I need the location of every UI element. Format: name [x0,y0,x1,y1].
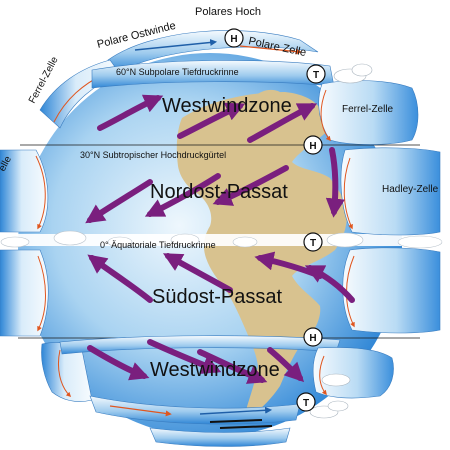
badge-subtropic-high-south: H [303,327,323,347]
badge-subpolar-low-text: T [313,70,319,81]
hadley-cell-right-south [342,247,441,334]
label-ferrel-zelle-right: Ferrel-Zelle [342,104,394,115]
equator-cloud-band [0,230,450,249]
badge-equator-low: T [303,232,323,252]
badge-polar-high-text: H [230,34,237,45]
badge-subpolar-low-south: T [296,392,316,412]
badge-subtropic-high-north-text: H [309,141,316,152]
label-suedost-passat: Südost-Passat [152,286,283,308]
ferrel-cell-right-north [318,80,419,145]
label-aequatoriale-tiefdruckrinne: 0° Äquatoriale Tiefdruckrinne [100,240,216,250]
badge-subpolar-low: T [306,64,326,84]
label-nordost-passat: Nordost-Passat [150,181,288,203]
label-westwindzone-south: Westwindzone [150,359,280,381]
labels: Polares Hoch Polare Ostwinde Polare Zell… [0,6,439,381]
clouds [309,63,373,419]
badge-subtropic-high-north: H [303,135,323,155]
label-hadley-zelle: Hadley-Zelle [382,184,439,195]
badge-subtropic-high-south-text: H [309,333,316,344]
label-westwindzone-north: Westwindzone [162,95,292,117]
cell-left-south [0,249,93,402]
badge-subpolar-low-south-text: T [303,398,309,409]
wind-arrows [85,94,355,384]
label-subtropischer-hochdruckguertel: 30°N Subtropischer Hochdruckgürtel [80,150,226,160]
badge-polar-high: H [224,28,244,48]
label-polares-hoch: Polares Hoch [195,6,261,18]
label-subpolare-tiefdruckrinne: 60°N Subpolare Tiefdruckrinne [116,67,239,77]
pressure-badges: H T H T H T [224,28,326,412]
badge-equator-low-text: T [310,238,316,249]
polar-cell [107,30,319,73]
hadley-cell-right [340,147,441,236]
ferrel-cell-left-north [0,149,49,233]
